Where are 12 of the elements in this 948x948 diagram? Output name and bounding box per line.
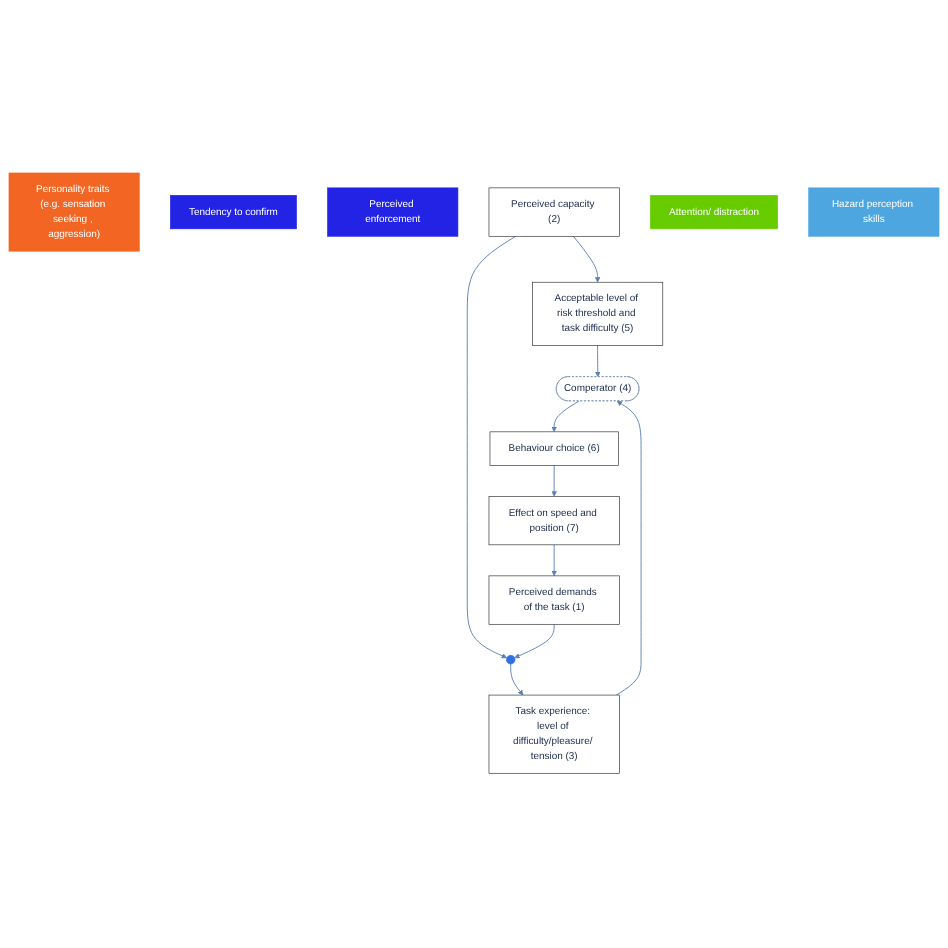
node-box xyxy=(170,195,297,230)
node-box xyxy=(8,173,140,253)
node-box xyxy=(488,695,620,775)
node-circle xyxy=(506,655,516,666)
node-box xyxy=(488,496,620,546)
node-box xyxy=(489,432,619,467)
node-box xyxy=(488,188,620,238)
node-box xyxy=(532,282,664,347)
node-box xyxy=(808,188,940,238)
node-box xyxy=(650,195,778,230)
node-box xyxy=(488,576,620,626)
node-box xyxy=(327,188,459,238)
